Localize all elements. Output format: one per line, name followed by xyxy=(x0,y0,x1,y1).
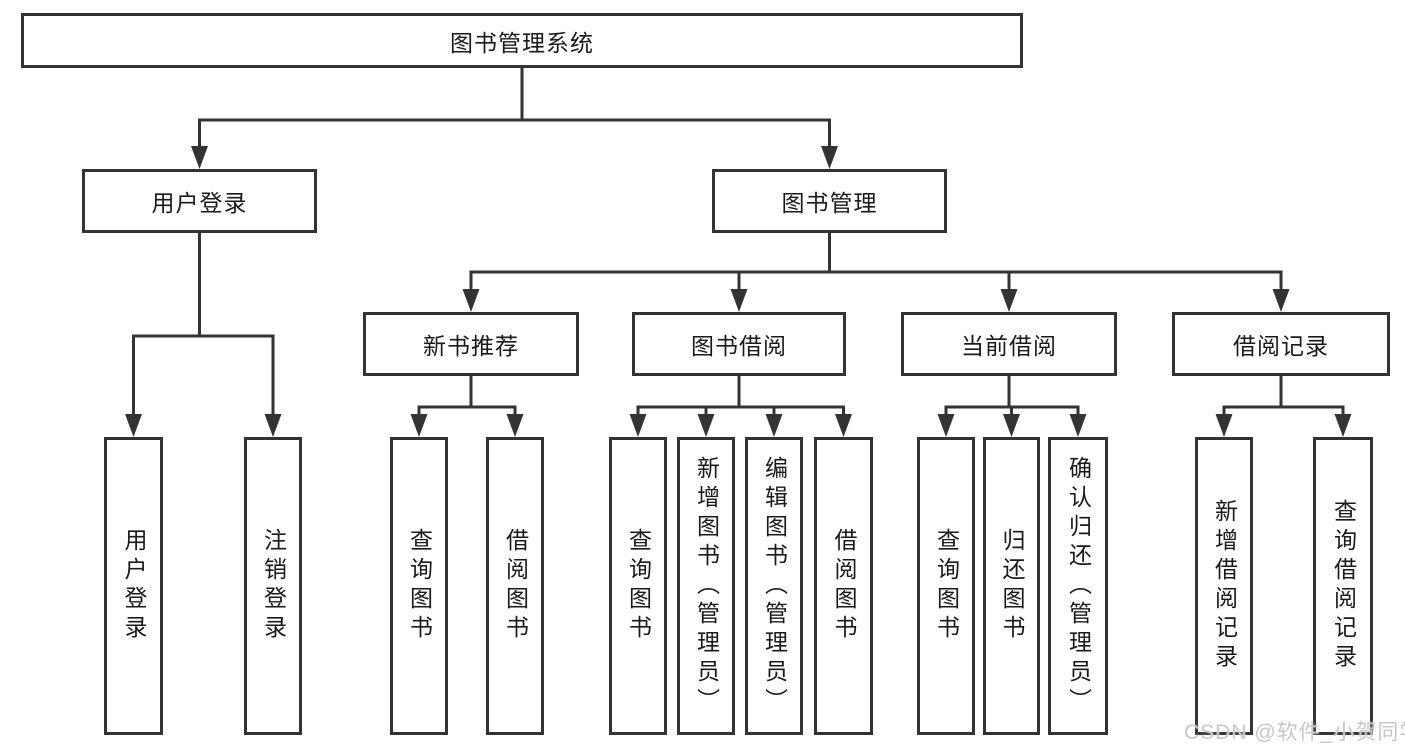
leaf-borrowing-borrow-books: 借阅图书 xyxy=(814,437,873,735)
node-book-management: 图书管理 xyxy=(712,169,947,233)
node-library-management-system: 图书管理系统 xyxy=(21,13,1023,68)
node-current-borrowing: 当前借阅 xyxy=(901,312,1117,376)
node-book-borrowing: 图书借阅 xyxy=(632,312,846,376)
node-new-book-recommendation: 新书推荐 xyxy=(363,312,579,376)
leaf-records-query-record: 查询借阅记录 xyxy=(1313,437,1373,735)
leaf-user-login: 用户登录 xyxy=(104,437,163,735)
leaf-records-add-record: 新增借阅记录 xyxy=(1195,437,1253,735)
leaf-recommend-borrow-books: 借阅图书 xyxy=(486,437,544,735)
node-borrowing-records: 借阅记录 xyxy=(1172,312,1390,376)
leaf-borrowing-edit-books-admin: 编辑图书（管理员） xyxy=(745,437,803,735)
watermark: CSDN @软件_小贺同学 xyxy=(1184,721,1405,744)
node-user-login: 用户登录 xyxy=(82,169,317,233)
leaf-recommend-query-books: 查询图书 xyxy=(390,437,448,735)
leaf-current-return-books: 归还图书 xyxy=(983,437,1040,735)
leaf-current-confirm-return-admin: 确认归还（管理员） xyxy=(1048,437,1108,735)
leaf-borrowing-query-books: 查询图书 xyxy=(609,437,667,735)
leaf-borrowing-add-books-admin: 新增图书（管理员） xyxy=(677,437,735,735)
leaf-current-query-books: 查询图书 xyxy=(917,437,975,735)
leaf-logout: 注销登录 xyxy=(244,437,302,735)
